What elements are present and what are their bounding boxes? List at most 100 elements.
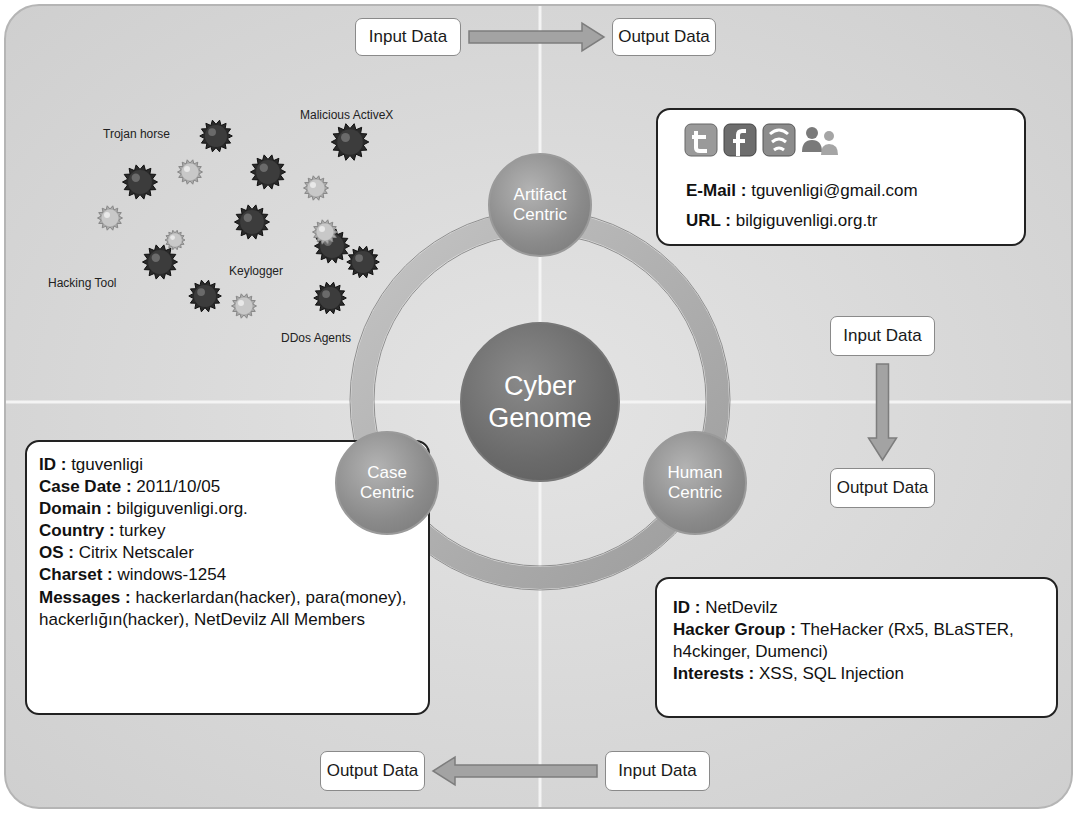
field-value: Citrix Netscaler (79, 543, 194, 562)
virus-highlight (197, 288, 205, 296)
data-label: Output Data (618, 27, 710, 47)
social-icons (684, 122, 844, 158)
virus-spikes (314, 282, 347, 314)
virus-body (128, 170, 152, 194)
virus-body (308, 180, 325, 197)
virus-spikes (165, 230, 185, 249)
virus-icon (304, 176, 329, 200)
data-box: Output Data (320, 751, 425, 791)
virus-highlight (310, 182, 316, 188)
virus-highlight (238, 300, 244, 306)
data-label: Input Data (618, 761, 696, 781)
field-row: Hacker Group : TheHacker (Rx5, BLaSTER, … (673, 619, 1042, 663)
people-icon (824, 131, 834, 141)
panel (5, 5, 1072, 808)
virus-body (236, 298, 253, 315)
virus-body (256, 160, 280, 184)
field-name: Hacker Group : (673, 620, 796, 639)
virus-highlight (184, 166, 190, 172)
virus-highlight (104, 212, 110, 218)
virus-spikes (123, 165, 158, 199)
field-value: tguvenligi (71, 455, 143, 474)
field-value: XSS, SQL Injection (759, 664, 904, 683)
field-name: Case Date : (39, 477, 132, 496)
people-icon (802, 140, 822, 152)
virus-icon (347, 246, 380, 278)
virus-highlight (319, 226, 325, 232)
malware-label: Keylogger (229, 264, 283, 278)
virus-body (319, 287, 341, 309)
field-value: 2011/10/05 (136, 477, 220, 496)
flow-arrow (469, 23, 604, 51)
virus-icon (178, 160, 203, 184)
virus-spikes (232, 294, 257, 318)
virus-icon (235, 205, 270, 239)
virus-highlight (152, 254, 160, 262)
field-name: E-Mail : (686, 181, 746, 200)
virus-spikes (178, 160, 203, 184)
field-name: ID : (673, 598, 700, 617)
circle-label: Cyber Genome (462, 370, 618, 435)
virus-spikes (98, 206, 123, 230)
field-value: bilgiguvenligi.org.tr (736, 211, 878, 230)
virus-icon (251, 155, 286, 189)
virus-highlight (260, 164, 268, 172)
virus-body (168, 233, 182, 247)
virus-body (337, 129, 363, 155)
data-box: Output Data (612, 18, 716, 56)
icon-glyph (770, 130, 788, 150)
info-box: ID : NetDevilzHacker Group : TheHacker (… (655, 577, 1058, 718)
virus-spikes (331, 124, 369, 161)
virus-body (317, 224, 334, 241)
field-row: Interests : XSS, SQL Injection (673, 663, 1042, 685)
virus-spikes (347, 246, 380, 278)
virus-highlight (132, 174, 140, 182)
field-value: windows-1254 (117, 565, 226, 584)
social-icon (724, 124, 756, 156)
data-box: Input Data (605, 751, 710, 791)
icon-glyph (733, 131, 746, 156)
field-name: Interests : (673, 664, 754, 683)
virus-icon (98, 206, 123, 230)
virus-icon (314, 282, 347, 314)
virus-icon (232, 294, 257, 318)
people-icon (806, 127, 818, 139)
virus-body (240, 210, 264, 234)
field-row: Messages : hackerlardan(hacker), para(mo… (39, 587, 416, 631)
field-name: OS : (39, 543, 74, 562)
virus-highlight (170, 235, 175, 240)
aspect-circle: Artifact Centric (488, 153, 592, 257)
field-row: E-Mail : tguvenligi@gmail.com (686, 180, 1010, 202)
virus-spikes (143, 245, 178, 279)
virus-body (194, 285, 216, 307)
field-value: NetDevilz (705, 598, 778, 617)
virus-spikes (251, 155, 286, 189)
data-box: Input Data (355, 18, 461, 56)
malware-label: Trojan horse (103, 127, 170, 141)
field-value: bilgiguvenligi.org. (116, 499, 247, 518)
virus-icon (189, 280, 222, 312)
aspect-circle: Case Centric (335, 431, 439, 535)
virus-body (205, 125, 227, 147)
people-icon (821, 144, 838, 155)
virus-spikes (189, 280, 222, 312)
social-icon (685, 124, 717, 156)
field-name: Charset : (39, 565, 113, 584)
virus-highlight (208, 128, 216, 136)
virus-highlight (322, 290, 330, 298)
flow-arrow (433, 757, 597, 785)
icon-glyph (692, 131, 707, 151)
field-value: turkey (119, 521, 165, 540)
field-row: URL : bilgiguvenligi.org.tr (686, 210, 1010, 232)
field-name: ID : (39, 455, 66, 474)
circle-label: Case Centric (337, 463, 437, 502)
virus-icon (331, 124, 369, 161)
field-row: OS : Citrix Netscaler (39, 542, 416, 564)
virus-body (102, 210, 119, 227)
circle-label: Human Centric (645, 463, 745, 502)
virus-body (182, 164, 199, 181)
field-name: Messages : (39, 588, 131, 607)
virus-icon (143, 245, 178, 279)
virus-highlight (341, 133, 350, 142)
